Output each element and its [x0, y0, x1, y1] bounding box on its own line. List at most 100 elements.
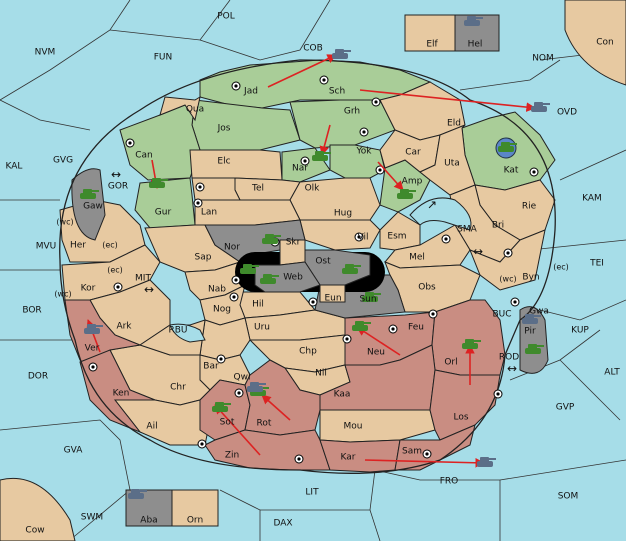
land-label-can: Can — [135, 151, 153, 161]
coast-label-wc: (wc) — [56, 218, 73, 227]
land-label-ost: Ost — [315, 257, 331, 267]
land-label-gwa: Gwa — [529, 307, 549, 317]
coast-label-wc: (wc) — [54, 290, 71, 299]
supply-center-dot — [425, 452, 429, 456]
land-label-olk: Olk — [305, 184, 321, 194]
supply-center-dot — [232, 295, 236, 299]
sea-label-tei: TEI — [589, 259, 604, 269]
land-label-kaa: Kaa — [334, 390, 351, 400]
supply-center-dot — [322, 78, 326, 82]
supply-center-dot — [297, 457, 301, 461]
land-label-web: Web — [283, 273, 303, 283]
order-arrow — [364, 457, 485, 468]
passage-arrows: ↔ ↔ ↔ ↔ ↗ — [111, 168, 517, 376]
supply-center-dot — [237, 391, 241, 395]
supply-center-dot — [234, 84, 238, 88]
land-label-orn: Orn — [187, 516, 203, 526]
supply-center-dot — [116, 285, 120, 289]
land-label-kor: Kor — [81, 284, 96, 294]
sea-label-mit: MIT — [135, 274, 151, 284]
sea-label-kup: KUP — [571, 326, 589, 336]
sea-label-bor: BOR — [22, 306, 41, 316]
land-label-car: Car — [405, 148, 421, 158]
land-label-elf: Elf — [426, 40, 438, 50]
sea-label-cow: Cow — [25, 526, 44, 536]
land-label-sap: Sap — [195, 253, 212, 263]
order-arrow — [267, 54, 337, 88]
land-label-elc: Elc — [217, 157, 230, 167]
supply-center-dot — [362, 130, 366, 134]
supply-center-dot — [444, 237, 448, 241]
supply-center-dot — [303, 159, 307, 163]
land-label-bar: Bar — [203, 362, 219, 372]
supply-center-dot — [91, 365, 95, 369]
land-label-lan: Lan — [201, 208, 217, 218]
land-label-chp: Chp — [299, 347, 317, 357]
land-label-nab: Nab — [208, 285, 226, 295]
supply-center-dot — [357, 235, 361, 239]
land-label-jos: Jos — [217, 124, 231, 134]
coast-label-ec: (ec) — [102, 241, 118, 250]
sea-label-con: Con — [596, 38, 614, 48]
land-label-gur: Gur — [155, 208, 172, 218]
supply-center-dot — [391, 327, 395, 331]
continent-outline — [59, 59, 556, 474]
sea-label-cob: COB — [303, 44, 323, 54]
supply-center-dot — [506, 251, 510, 255]
coast-label-wc: (wc) — [499, 275, 516, 284]
land-label-nar: Nar — [292, 164, 308, 174]
supply-center-dot — [219, 357, 223, 361]
sea-label-rbu: RBU — [168, 326, 187, 336]
sea-label-gva: GVA — [64, 446, 84, 456]
land-label-ark: Ark — [116, 322, 132, 332]
island-elf-hel — [404, 14, 500, 52]
supply-centers — [88, 75, 539, 464]
land-label-neu: Neu — [367, 348, 385, 358]
land-label-qua: Qua — [186, 105, 204, 115]
land-label-rie: Rie — [522, 202, 537, 212]
land-label-vil: Vil — [358, 233, 369, 243]
supply-center-dot — [345, 337, 349, 341]
supply-center-dot — [198, 185, 202, 189]
supply-center-dot — [513, 300, 517, 304]
order-arrow — [319, 124, 331, 156]
sea-label-alt: ALT — [604, 368, 620, 378]
units — [80, 16, 550, 499]
supply-center-dot — [496, 392, 500, 396]
supply-center-dot — [128, 141, 132, 145]
land-label-feu: Feu — [408, 323, 424, 333]
land-label-sch: Sch — [329, 87, 345, 97]
supply-center-dot — [311, 300, 315, 304]
land-label-qwi: Qwi — [234, 373, 251, 383]
supply-center-dot — [234, 278, 238, 282]
coast-label-ec: (ec) — [553, 263, 569, 272]
order-arrow — [261, 394, 291, 421]
sea-label-gor: GOR — [108, 182, 128, 192]
passage-arrow-icon: ↔ — [144, 283, 154, 297]
supply-center-dot — [532, 170, 536, 174]
sea-labels: POL NVM FUN COB NOM Con KAL GVG GOR MVU … — [6, 12, 621, 536]
land-label-jad: Jad — [243, 87, 258, 97]
order-arrow — [377, 161, 404, 191]
land-label-amp: Amp — [402, 177, 423, 187]
land-label-aba: Aba — [140, 516, 157, 526]
land-label-sam: Sam — [402, 447, 422, 457]
order-arrow — [356, 326, 401, 356]
passage-arrow-icon: ↔ — [473, 245, 483, 259]
land-label-kat: Kat — [504, 166, 519, 176]
land-label-hil: Hil — [252, 300, 264, 310]
land-label-uru: Uru — [254, 323, 270, 333]
land-label-eun: Eun — [324, 294, 341, 304]
land-label-grh: Grh — [344, 107, 360, 117]
land-label-kar: Kar — [341, 453, 356, 463]
sea-label-fun: FUN — [154, 53, 173, 63]
land-label-rot: Rot — [257, 419, 272, 429]
sma-inlet — [409, 197, 472, 231]
land-label-zin: Zin — [225, 451, 239, 461]
sea-label-kal: KAL — [6, 162, 23, 172]
land-label-mou: Mou — [344, 422, 363, 432]
sea-label-sma: SMA — [457, 225, 477, 235]
land-label-esm: Esm — [387, 232, 406, 242]
